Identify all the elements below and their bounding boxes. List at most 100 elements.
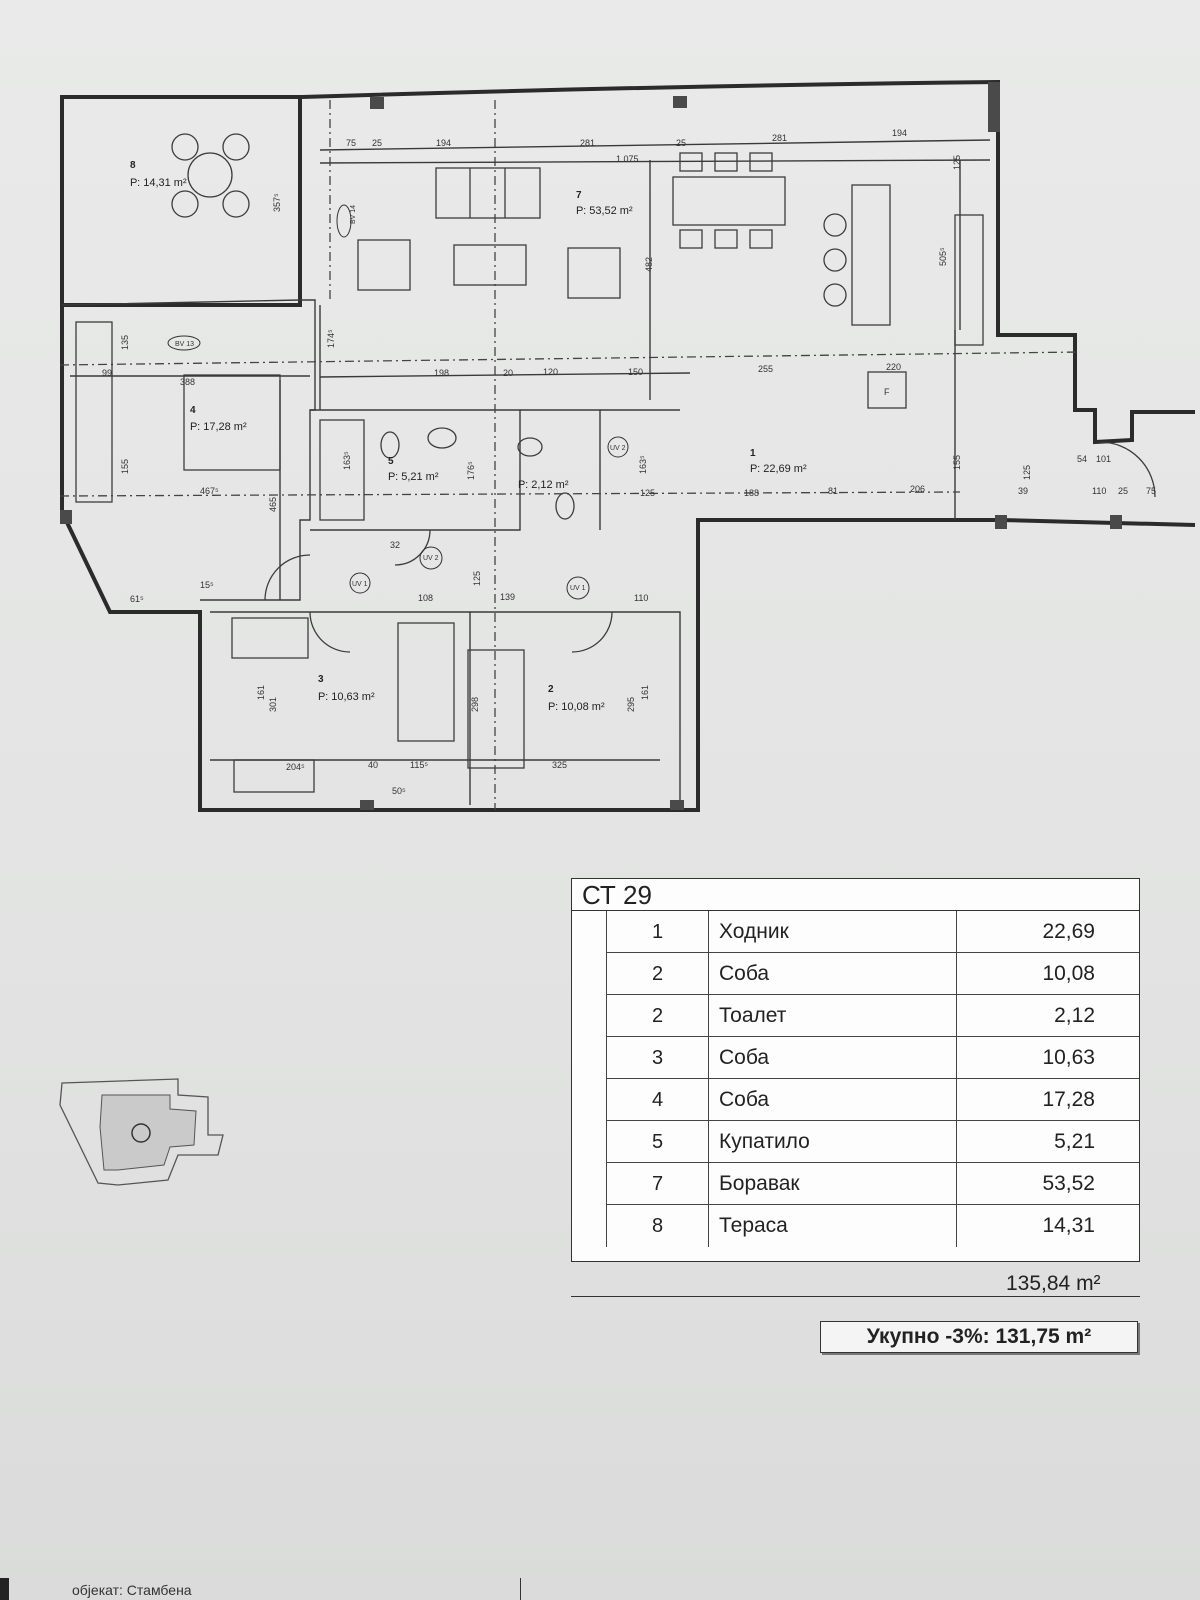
svg-text:20: 20 (503, 368, 513, 378)
toilet (380, 431, 400, 459)
svg-text:467⁵: 467⁵ (200, 486, 219, 496)
room-number: 8 (130, 160, 136, 171)
svg-text:206: 206 (910, 484, 925, 494)
kitchen-counter (954, 214, 984, 346)
column (1110, 515, 1122, 529)
svg-text:161: 161 (256, 685, 266, 700)
svg-text:125: 125 (952, 155, 962, 170)
washbasin (427, 427, 457, 449)
marker-bv14: BV 14 (336, 204, 357, 238)
svg-text:81: 81 (828, 486, 838, 496)
dimension-line (319, 372, 691, 378)
svg-text:139: 139 (500, 592, 515, 602)
room-area: Р: 14,31 m² (130, 177, 187, 189)
svg-text:482: 482 (644, 257, 654, 272)
svg-text:32: 32 (390, 540, 400, 550)
sum-total: 135,84 m² (1006, 1272, 1101, 1295)
axis-line (59, 351, 1081, 366)
svg-text:115⁵: 115⁵ (410, 760, 428, 770)
svg-text:388: 388 (180, 377, 195, 387)
column (673, 96, 687, 108)
svg-text:99: 99 (102, 368, 112, 378)
room-area: Р: 5,21 m² (388, 471, 439, 483)
room-area: Р: 17,28 m² (190, 421, 247, 433)
room-number-cell: 2 (606, 953, 709, 994)
terrace-table-set (171, 133, 250, 218)
room-area: Р: 10,63 m² (318, 691, 375, 703)
bed (397, 622, 455, 742)
svg-text:125: 125 (1022, 465, 1032, 480)
footer-divider (520, 1578, 521, 1600)
door-swing (264, 554, 311, 601)
svg-text:301: 301 (268, 697, 278, 712)
svg-text:UV 2: UV 2 (610, 445, 626, 452)
room-name-cell: Соба (709, 1037, 957, 1078)
column (670, 800, 684, 810)
svg-text:150: 150 (628, 367, 643, 377)
inner-wall (310, 409, 521, 531)
washbasin (517, 437, 543, 457)
marker-uv2: UV 2 (607, 436, 629, 458)
column (60, 510, 72, 524)
door-swing (394, 529, 431, 566)
room-name-cell: Соба (709, 1079, 957, 1120)
door-swing (571, 611, 613, 653)
inner-wall (520, 409, 601, 530)
svg-text:357⁵: 357⁵ (272, 193, 282, 212)
column (988, 82, 1000, 132)
svg-text:155: 155 (120, 459, 130, 474)
armchair (567, 247, 621, 299)
room-number-cell: 1 (606, 911, 709, 952)
room-area-cell: 5,21 (1054, 1130, 1095, 1153)
svg-text:465: 465 (268, 497, 278, 512)
dimension-line (319, 139, 991, 151)
table-title: СТ 29 (572, 879, 1139, 911)
svg-text:505⁵: 505⁵ (938, 247, 948, 266)
outer-wall (60, 305, 1196, 812)
room-area-cell: 10,08 (1042, 962, 1095, 985)
svg-text:161: 161 (640, 685, 650, 700)
bar-stool (823, 213, 847, 237)
room-number: 2 (548, 684, 554, 695)
room-name-cell: Боравак (709, 1163, 957, 1204)
room-number-cell: 2 (606, 995, 709, 1036)
svg-text:120: 120 (543, 367, 558, 377)
armchair (357, 239, 411, 291)
wardrobe (231, 617, 309, 659)
key-plan (59, 1078, 224, 1186)
location-marker-icon (131, 1123, 151, 1143)
svg-text:298: 298 (470, 697, 480, 712)
room-label-5: 5 Р: 5,21 m² (388, 456, 439, 483)
marker-uv1: UV 1 (566, 576, 590, 600)
door-swing (309, 611, 351, 653)
bar-stool (823, 248, 847, 272)
room-label-7: 7 Р: 53,52 m² (576, 190, 633, 217)
svg-text:188: 188 (744, 488, 759, 498)
svg-text:194: 194 (436, 138, 451, 148)
svg-text:174⁵: 174⁵ (326, 329, 336, 348)
svg-text:40: 40 (368, 760, 378, 770)
room-label-4: 4 Р: 17,28 m² (190, 405, 247, 433)
svg-text:125: 125 (640, 488, 655, 498)
marker-uv2: UV 2 (419, 546, 443, 570)
svg-text:25: 25 (676, 138, 686, 148)
column (360, 800, 374, 810)
bed (467, 649, 525, 769)
svg-text:25: 25 (1118, 486, 1128, 496)
desk (233, 759, 315, 793)
svg-text:UV 2: UV 2 (423, 555, 439, 562)
inner-wall (470, 611, 681, 805)
floor-plan: 8 Р: 14,31 m² 7 Р: 53,52 m² 4 Р: 17,28 m… (59, 79, 1196, 812)
dining-table (672, 152, 786, 249)
svg-text:281: 281 (580, 138, 595, 148)
column (995, 515, 1007, 529)
room-label-3: 3 Р: 10,63 m² (318, 674, 375, 703)
room-label-6: Р: 2,12 m² (518, 479, 569, 491)
room-label-8: 8 Р: 14,31 m² (130, 160, 187, 189)
room-number: 1 (750, 448, 756, 459)
bathtub (319, 419, 365, 521)
svg-text:135: 135 (120, 335, 130, 350)
